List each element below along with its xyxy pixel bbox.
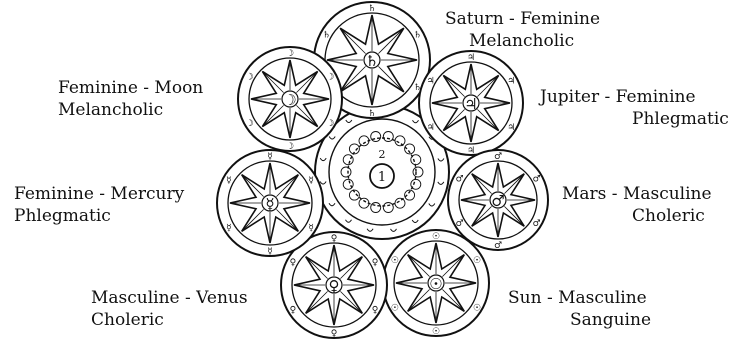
ring-sigil-sun-icon: ☉ <box>473 303 481 313</box>
ring-sigil-venus-icon: ♀ <box>372 305 379 315</box>
label-mars: Mars - Masculine Choleric <box>562 183 712 227</box>
ring-sigil-moon-icon: ☽ <box>326 119 334 129</box>
ring-sigil-sun-icon: ☉ <box>473 256 481 266</box>
ring-sigil-jupiter-icon: ♃ <box>467 53 475 63</box>
ring-sigil-jupiter-icon: ♃ <box>427 76 435 86</box>
label-mercury-line2: Phlegmatic <box>14 205 184 227</box>
ring-sigil-mercury-icon: ☿ <box>226 223 232 233</box>
ring-sigil-mars-icon: ♂ <box>494 152 502 162</box>
ring-sigil-mercury-icon: ☿ <box>267 247 273 257</box>
label-saturn-line1: Saturn - Feminine <box>445 8 600 30</box>
ring-sigil-sun-icon: ☉ <box>391 303 399 313</box>
ring-sigil-venus-icon: ♀ <box>331 329 338 339</box>
central-number-1: 1 <box>378 170 386 185</box>
seal-jupiter: ♃ ♃ ♃ ♃ ♃ ♃ ♃ <box>419 51 523 156</box>
planet-symbol-jupiter-icon: ♃ <box>464 95 477 113</box>
planet-symbol-mercury-icon: ☿ <box>265 195 274 213</box>
label-moon-line2: Melancholic <box>58 99 203 121</box>
label-venus: Masculine - Venus Choleric <box>91 287 248 331</box>
ring-sigil-saturn-icon: ♄ <box>322 30 330 40</box>
ring-sigil-venus-icon: ♀ <box>290 258 297 268</box>
label-jupiter-line1: Jupiter - Feminine <box>540 86 729 108</box>
ring-sigil-moon-icon: ☽ <box>326 72 334 82</box>
ring-sigil-mars-icon: ♂ <box>455 174 463 184</box>
ring-sigil-jupiter-icon: ♃ <box>507 76 515 86</box>
ring-sigil-jupiter-icon: ♃ <box>507 123 515 133</box>
ring-sigil-saturn-icon: ♄ <box>368 109 376 119</box>
planet-symbol-sun-icon: ☉ <box>429 275 442 293</box>
ring-sigil-jupiter-icon: ♃ <box>427 123 435 133</box>
seal-sun: ☉ ☉ ☉ ☉ ☉ ☉ ☉ <box>383 230 489 337</box>
ring-sigil-mars-icon: ♂ <box>532 219 540 229</box>
ring-sigil-mars-icon: ♂ <box>494 241 502 251</box>
label-venus-line2: Choleric <box>91 309 248 331</box>
label-sun-line1: Sun - Masculine <box>508 287 651 309</box>
ring-sigil-venus-icon: ♀ <box>372 258 379 268</box>
planet-symbol-saturn-icon: ♄ <box>365 52 378 70</box>
central-number-2: 2 <box>379 148 386 161</box>
label-sun: Sun - Masculine Sanguine <box>508 287 651 331</box>
label-saturn: Saturn - Feminine Melancholic <box>445 8 600 52</box>
ring-sigil-sun-icon: ☉ <box>432 327 440 337</box>
label-jupiter-line2: Phlegmatic <box>540 108 729 130</box>
label-saturn-line2: Melancholic <box>445 30 600 52</box>
label-moon: Feminine - Moon Melancholic <box>58 77 203 121</box>
seal-moon: ☽ ☽ ☽ ☽ ☽ ☽ ☽ <box>238 47 342 152</box>
ring-sigil-mercury-icon: ☿ <box>267 152 273 162</box>
label-moon-line1: Feminine - Moon <box>58 77 203 99</box>
ring-sigil-saturn-icon: ♄ <box>368 4 376 14</box>
ring-sigil-sun-icon: ☉ <box>432 232 440 242</box>
ring-sigil-saturn-icon: ♄ <box>413 30 421 40</box>
label-mercury-line1: Feminine - Mercury <box>14 183 184 205</box>
ring-sigil-mars-icon: ♂ <box>455 219 463 229</box>
label-venus-line1: Masculine - Venus <box>91 287 248 309</box>
label-mars-line2: Choleric <box>562 205 712 227</box>
label-jupiter: Jupiter - Feminine Phlegmatic <box>540 86 729 130</box>
label-mercury: Feminine - Mercury Phlegmatic <box>14 183 184 227</box>
ring-sigil-jupiter-icon: ♃ <box>467 146 475 156</box>
ring-sigil-venus-icon: ♀ <box>331 234 338 244</box>
ring-sigil-mercury-icon: ☿ <box>226 176 232 186</box>
ring-sigil-moon-icon: ☽ <box>286 49 294 59</box>
planet-symbol-venus-icon: ♀ <box>329 277 340 295</box>
ring-sigil-moon-icon: ☽ <box>246 72 254 82</box>
seal-mars: ♂ ♂ ♂ ♂ ♂ ♂ ♂ <box>448 150 548 251</box>
ring-sigil-mercury-icon: ☿ <box>308 223 314 233</box>
ring-sigil-mars-icon: ♂ <box>532 174 540 184</box>
ring-sigil-venus-icon: ♀ <box>290 305 297 315</box>
label-mars-line1: Mars - Masculine <box>562 183 712 205</box>
ring-sigil-mercury-icon: ☿ <box>308 176 314 186</box>
ring-sigil-sun-icon: ☉ <box>391 256 399 266</box>
ring-sigil-moon-icon: ☽ <box>286 142 294 152</box>
label-sun-line2: Sanguine <box>508 309 651 331</box>
planet-symbol-moon-icon: ☽ <box>283 91 296 109</box>
ring-sigil-moon-icon: ☽ <box>246 119 254 129</box>
seal-mercury: ☿ ☿ ☿ ☿ ☿ ☿ ☿ <box>217 150 323 257</box>
planet-symbol-mars-icon: ♂ <box>491 192 504 210</box>
